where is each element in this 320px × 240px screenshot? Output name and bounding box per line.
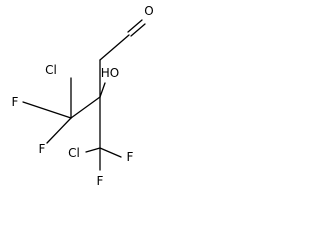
molecule-drawing: O Cl F F HO Cl F F bbox=[12, 4, 154, 188]
bond-bottom-carbon-cl bbox=[85, 147, 101, 153]
atom-labels: O Cl F F HO Cl F F bbox=[12, 4, 154, 188]
atom-hydroxyl: HO bbox=[101, 66, 119, 80]
atom-chlorine-left: Cl bbox=[45, 63, 57, 77]
bond-central-hydroxyl bbox=[99, 82, 106, 98]
structure-diagram: O Cl F F HO Cl F F bbox=[0, 0, 156, 208]
bond-aldehyde-double-b bbox=[130, 23, 146, 37]
atom-chlorine-bottom: Cl bbox=[68, 146, 80, 160]
bond-left-carbon-f-top bbox=[22, 101, 72, 119]
atom-fluorine-left-bottom: F bbox=[39, 142, 46, 156]
bond-left-carbon-f-bottom bbox=[46, 117, 72, 144]
atom-fluorine-bottom: F bbox=[97, 174, 104, 188]
bonds bbox=[22, 19, 146, 171]
bond-aldehyde-double-a bbox=[127, 19, 143, 33]
bond-bottom-carbon-f-right bbox=[99, 147, 122, 158]
atom-fluorine-bottom-right: F bbox=[127, 150, 134, 164]
bond-cho-ch2 bbox=[99, 34, 130, 61]
atom-oxygen-aldehyde: O bbox=[144, 4, 153, 18]
bond-central-left-carbon bbox=[70, 96, 101, 119]
atom-fluorine-left-top: F bbox=[12, 95, 19, 109]
